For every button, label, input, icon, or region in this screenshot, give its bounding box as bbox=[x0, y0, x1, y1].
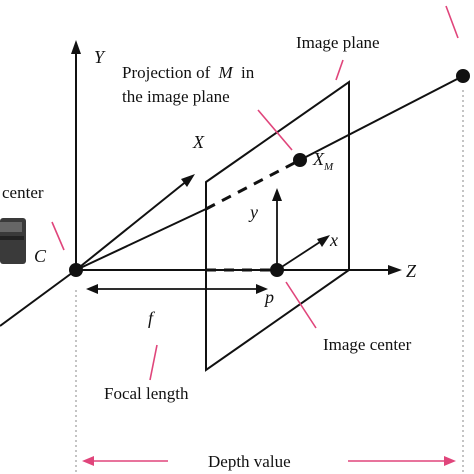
label-image-center: Image center bbox=[323, 335, 412, 354]
ray-to-plane bbox=[75, 208, 207, 271]
pointer-camera-center bbox=[51, 221, 65, 251]
label-projection-line1: Projection of M in bbox=[122, 63, 255, 82]
pointer-image-plane bbox=[335, 59, 344, 81]
ray-behind-center bbox=[0, 269, 77, 327]
label-focal-f: f bbox=[148, 308, 156, 328]
label-local-x: x bbox=[329, 230, 338, 250]
image-center-point bbox=[270, 263, 284, 277]
x-axis bbox=[75, 174, 195, 271]
label-camera-c: C bbox=[34, 246, 47, 266]
label-local-y: y bbox=[248, 202, 258, 222]
label-axis-z: Z bbox=[406, 261, 417, 281]
y-axis bbox=[71, 40, 81, 270]
depth-arrow-right bbox=[348, 456, 456, 466]
camera-icon bbox=[0, 218, 26, 264]
point-m bbox=[456, 69, 470, 83]
label-axis-y: Y bbox=[94, 47, 106, 67]
label-camera-center-fragment: center bbox=[2, 183, 44, 202]
projection-point-xm bbox=[293, 153, 307, 167]
pointer-projection bbox=[257, 109, 293, 151]
image-x-axis bbox=[276, 235, 330, 271]
label-axis-x: X bbox=[192, 132, 205, 152]
camera-center-point bbox=[69, 263, 83, 277]
label-point-p: p bbox=[263, 287, 274, 307]
label-image-plane: Image plane bbox=[296, 33, 380, 52]
image-y-axis bbox=[272, 188, 282, 270]
ray-to-point-m bbox=[299, 75, 464, 161]
image-plane bbox=[205, 80, 350, 372]
focal-length-arrow bbox=[86, 284, 268, 294]
z-axis bbox=[76, 265, 402, 275]
label-point-xm: XM bbox=[312, 149, 334, 173]
label-projection-line2: the image plane bbox=[122, 87, 230, 106]
pointer-top-right bbox=[445, 5, 459, 39]
pointer-image-center bbox=[285, 281, 317, 329]
label-focal-length: Focal length bbox=[104, 384, 189, 403]
label-depth-value: Depth value bbox=[208, 452, 291, 471]
depth-arrow-left bbox=[82, 456, 168, 466]
pointer-focal-length bbox=[149, 344, 158, 381]
